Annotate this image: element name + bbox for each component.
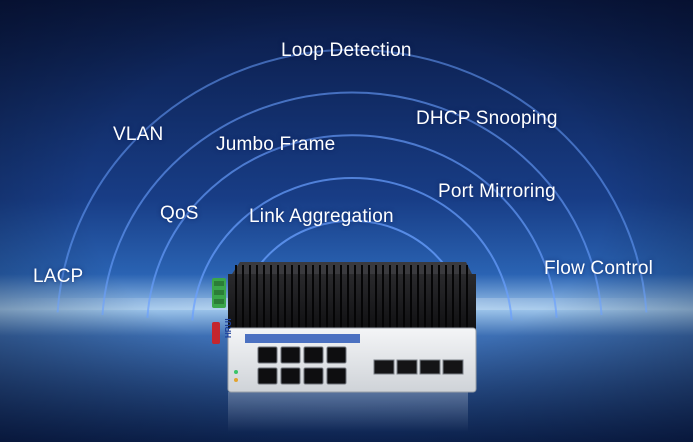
sfp-port [373,359,395,375]
sfp-port [442,359,464,375]
heatsink-chassis [228,274,476,330]
sfp-ports [373,359,464,375]
rj45-port [257,346,278,364]
rj45-ports [257,346,347,385]
feature-vlan: VLAN [113,124,164,145]
rj45-port [303,367,324,385]
signal-arc [191,177,513,321]
signal-arc [146,134,558,318]
feature-jumbo-frame: Jumbo Frame [216,134,336,155]
rj45-port [257,367,278,385]
rj45-port [280,367,301,385]
sfp-port [419,359,441,375]
feature-flow-control: Flow Control [544,258,654,279]
feature-qos: QoS [160,203,199,224]
feature-lacp: LACP [33,266,84,287]
feature-loop-detection: Loop Detection [281,40,412,61]
feature-link-aggregation: Link Aggregation [249,206,394,227]
rj45-port [326,346,347,364]
feature-port-mirroring: Port Mirroring [438,181,556,202]
signal-arc [101,91,603,316]
rj45-port [280,346,301,364]
floor-reflection [228,392,468,432]
feature-dhcp-snooping: DHCP Snooping [416,108,558,129]
din-rail-clip [212,322,220,344]
signal-arc [56,48,648,313]
panel-stripe [245,334,360,343]
rj45-port [326,367,347,385]
sfp-port [396,359,418,375]
brand-logo: HRUI [224,318,233,338]
rj45-port [303,346,324,364]
